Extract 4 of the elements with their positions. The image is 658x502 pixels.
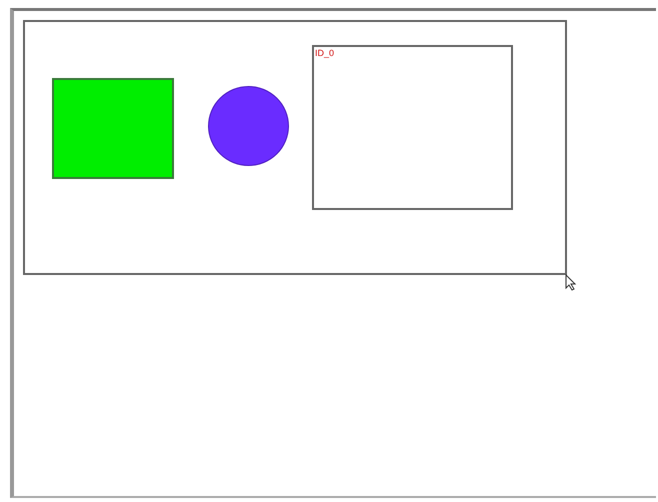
frame-box <box>312 45 513 210</box>
window-frame <box>23 20 567 275</box>
rectangle <box>52 78 174 179</box>
object-label: ID_0 <box>315 48 334 58</box>
